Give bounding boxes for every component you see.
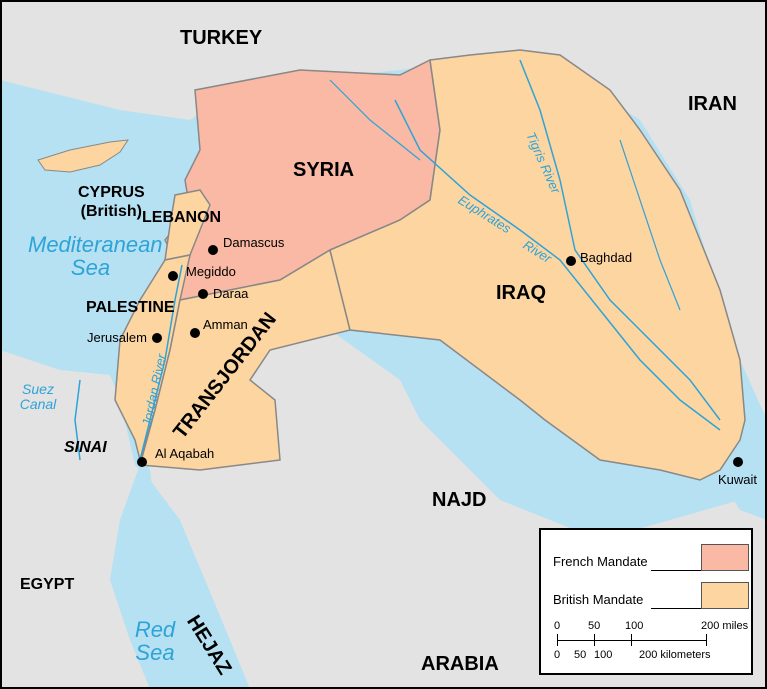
syria-label: SYRIA	[293, 159, 355, 181]
aqabah-label: Al Aqabah	[155, 446, 215, 461]
cyprus-island	[37, 139, 130, 173]
legend-french-label: French Mandate	[553, 554, 648, 569]
scale-mile-200: 200 miles	[701, 620, 749, 632]
lebanon-region	[164, 189, 211, 261]
scale-tick-50	[594, 634, 595, 646]
river-tributary	[619, 139, 681, 311]
kuwait-marker	[733, 457, 743, 467]
legend-british-leader	[651, 608, 701, 609]
baghdad-marker	[566, 256, 576, 266]
lebanon-label: LEBANON	[142, 209, 222, 226]
scale-mile-50: 50	[588, 620, 601, 632]
legend-french-swatch	[701, 544, 749, 571]
cyprus-label: CYPRUS (British)	[78, 185, 145, 220]
mediterranean-word: Mediteranean	[28, 232, 163, 257]
damascus-label: Damascus	[223, 235, 285, 250]
red-sea-water	[110, 465, 200, 689]
iraq-label: IRAQ	[496, 282, 546, 304]
red-sea-word2: Sea	[135, 640, 175, 666]
najd-label: NAJD	[432, 489, 487, 511]
aqabah-marker	[137, 457, 147, 467]
cyprus-name: CYPRUS	[78, 184, 145, 201]
scale-km-200: 200 kilometers	[639, 649, 711, 661]
legend-british-swatch	[701, 582, 749, 609]
damascus-marker	[208, 245, 218, 255]
land-north	[0, 0, 767, 420]
scale-tick-0	[557, 634, 558, 646]
scale-mile-100: 100	[625, 620, 644, 632]
jerusalem-marker	[152, 333, 162, 343]
scale-km-100: 100	[594, 649, 613, 661]
scale-tick-100	[631, 634, 632, 646]
egypt-label: EGYPT	[20, 576, 75, 593]
cyprus-note: (British)	[80, 203, 142, 220]
daraa-marker	[198, 289, 208, 299]
river-tributary-2	[329, 79, 421, 161]
megiddo-marker	[168, 271, 178, 281]
sinai-label: SINAI	[64, 439, 107, 456]
suez-canal-label: Suez Canal	[17, 381, 59, 413]
daraa-label: Daraa	[213, 286, 249, 301]
baghdad-label: Baghdad	[580, 250, 633, 265]
palestine-label: PALESTINE	[86, 299, 175, 316]
scale-km-50: 50	[574, 649, 587, 661]
scale-km-0: 0	[554, 649, 561, 661]
mediterranean-sea-word: Sea	[70, 255, 111, 281]
iran-label: IRAN	[688, 93, 737, 115]
legend-british-label: British Mandate	[553, 592, 644, 607]
canal-word: Canal	[19, 396, 57, 413]
megiddo-label: Megiddo	[186, 264, 236, 279]
scale-bar	[557, 640, 707, 641]
arabia-label: ARABIA	[421, 653, 499, 675]
tigris-line	[519, 59, 721, 421]
amman-marker	[190, 328, 200, 338]
jerusalem-label: Jerusalem	[87, 330, 147, 345]
kuwait-label: Kuwait	[718, 472, 758, 487]
suez-canal-line	[74, 379, 81, 461]
jordan-river-line	[139, 264, 183, 461]
mediterranean-sea-label: Mediteranean Sea	[28, 232, 163, 281]
legend: French Mandate British Mandate 0 50 100 …	[539, 528, 753, 675]
legend-french-leader	[651, 570, 701, 571]
suez-word: Suez	[22, 381, 54, 397]
scale-tick-200	[706, 634, 707, 646]
euphrates-line	[394, 99, 721, 431]
scale-mile-0: 0	[554, 620, 561, 632]
turkey-label: TURKEY	[180, 27, 263, 49]
red-sea-label: Red Sea	[130, 618, 180, 664]
amman-label: Amman	[203, 317, 248, 332]
red-sea-word1: Red	[134, 617, 176, 642]
iraq-region	[329, 49, 746, 481]
